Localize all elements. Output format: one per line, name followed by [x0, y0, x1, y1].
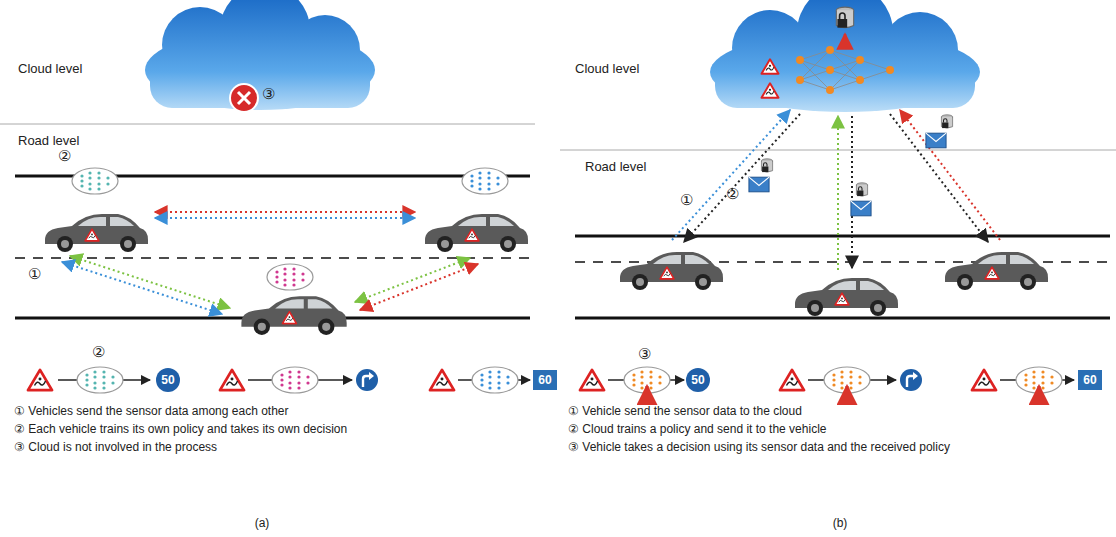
policy-network	[267, 264, 313, 290]
red-x-badge	[230, 84, 258, 112]
callout-number: ③	[262, 86, 275, 102]
warning-sign	[430, 370, 454, 390]
caption-text: ① Vehicles send the sensor data among ea…	[14, 404, 289, 418]
sign-value: 50	[161, 373, 174, 387]
cloud-network	[796, 34, 894, 94]
sign-value: 50	[691, 373, 704, 387]
sign-value: 60	[538, 373, 551, 387]
level-label: Cloud level	[18, 62, 82, 76]
v2v-arrows	[62, 212, 478, 314]
policy-network	[472, 367, 518, 393]
warning-sign	[220, 370, 244, 390]
car	[45, 214, 148, 252]
callout-number: ②	[58, 148, 71, 164]
secure-database	[856, 183, 867, 196]
level-label: Road level	[18, 134, 79, 148]
speed-sign: 50	[686, 368, 710, 392]
caption-text: ② Each vehicle trains its own policy and…	[14, 422, 347, 436]
policy-network	[462, 168, 508, 194]
caption-text: (a)	[255, 516, 270, 530]
callout-number: ③	[638, 346, 651, 362]
speed-panel: 60	[1078, 370, 1102, 390]
secure-database	[836, 7, 853, 28]
level-label: Road level	[585, 160, 646, 174]
message-envelope	[851, 201, 871, 216]
car	[795, 278, 898, 316]
callout-number: ①	[28, 266, 41, 282]
car	[620, 252, 723, 290]
car	[425, 214, 528, 252]
cloud	[710, 0, 980, 112]
caption-text: ② Cloud trains a policy and send it to t…	[568, 422, 826, 436]
cloud	[145, 0, 375, 110]
message-envelope	[926, 133, 946, 148]
secure-database	[761, 159, 772, 172]
v2c-arrows	[672, 110, 1000, 270]
message-envelope	[749, 177, 769, 192]
car	[945, 252, 1048, 290]
road	[15, 176, 530, 318]
warning-sign	[28, 370, 52, 390]
caption-text: ③ Cloud is not involved in the process	[14, 440, 217, 454]
caption-text: ③ Vehicle takes a decision using its sen…	[568, 440, 950, 454]
turn-sign	[356, 369, 378, 391]
callout-number: ①	[680, 192, 693, 208]
caption-text: (b)	[833, 516, 848, 530]
warning-sign	[762, 59, 779, 73]
warning-sign	[762, 83, 779, 97]
policy-network	[77, 367, 123, 393]
callout-number: ②	[726, 186, 739, 202]
speed-sign: 50	[156, 368, 180, 392]
policy-network	[72, 168, 118, 194]
level-label: Cloud level	[575, 62, 639, 76]
secure-database	[941, 115, 952, 128]
road	[575, 236, 1110, 318]
car	[241, 296, 346, 335]
callout-number: ②	[92, 344, 105, 360]
policy-network	[272, 367, 318, 393]
speed-panel: 60	[533, 370, 557, 390]
sign-value: 60	[1083, 373, 1096, 387]
level-separator	[0, 124, 535, 125]
caption-text: ① Vehicle send the sensor data to the cl…	[568, 404, 802, 418]
